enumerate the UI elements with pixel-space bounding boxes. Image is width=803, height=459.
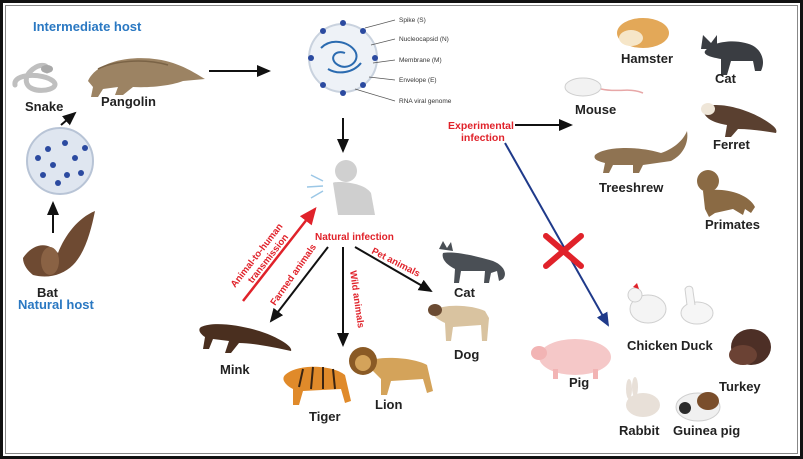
natural-infection-label: Natural infection xyxy=(315,232,394,243)
cross-icon xyxy=(543,233,584,269)
cat-pet-label: Cat xyxy=(454,285,476,300)
chicken-label: Chicken xyxy=(627,338,678,353)
treeshrew-label: Treeshrew xyxy=(599,180,664,195)
virion-part-nucleocapsid: Nucleocapsid (N) xyxy=(399,36,449,43)
guinea-pig-icon xyxy=(675,392,721,422)
pet-label: Pet animals xyxy=(370,246,422,280)
pig-icon xyxy=(531,339,611,379)
tiger-label: Tiger xyxy=(309,409,341,424)
diagram-canvas: Intermediate host Natural host Snake Pan… xyxy=(12,17,777,438)
pangolin-icon xyxy=(88,58,205,97)
mink-label: Mink xyxy=(220,362,250,377)
virus-to-pangolin-arrow xyxy=(60,111,77,126)
duck-label: Duck xyxy=(681,338,714,353)
cat-exp-label: Cat xyxy=(715,71,737,86)
virion-part-rna: RNA viral genome xyxy=(399,98,452,105)
snake-icon xyxy=(12,62,58,93)
pet-label-group: Pet animals xyxy=(370,246,422,280)
virion-part-membrane: Membrane (M) xyxy=(399,57,442,64)
bat-label: Bat xyxy=(37,285,59,300)
lion-icon xyxy=(349,347,433,395)
intermediate-host-label: Intermediate host xyxy=(33,19,142,34)
ferret-icon xyxy=(701,103,777,137)
snake-label: Snake xyxy=(25,99,63,114)
no-infection-arrow xyxy=(504,142,609,327)
cat-exp-icon xyxy=(701,35,763,75)
dog-icon xyxy=(428,304,489,341)
pig-label: Pig xyxy=(569,375,589,390)
pet-arrow xyxy=(354,246,433,293)
turkey-label: Turkey xyxy=(719,379,761,394)
experimental-infection-label-1: Experimental xyxy=(448,120,514,132)
dog-label: Dog xyxy=(454,347,479,362)
duck-icon xyxy=(680,285,714,325)
guinea-pig-label: Guinea pig xyxy=(673,423,740,438)
rabbit-label: Rabbit xyxy=(619,423,660,438)
rabbit-icon xyxy=(626,377,660,417)
virion-part-envelope: Envelope (E) xyxy=(399,77,437,84)
turkey-icon xyxy=(729,329,771,365)
virion-icon xyxy=(308,20,378,96)
hamster-label: Hamster xyxy=(621,51,673,66)
lion-label: Lion xyxy=(375,397,402,412)
bat-icon xyxy=(23,211,95,277)
experimental-infection-label-2: infection xyxy=(461,132,505,144)
hamster-icon xyxy=(617,18,669,48)
chicken-icon xyxy=(627,283,667,324)
mink-icon xyxy=(199,324,292,353)
virion-parts: Spike (S) Nucleocapsid (N) Membrane (M) … xyxy=(354,17,452,105)
primates-label: Primates xyxy=(705,217,760,232)
mouse-icon xyxy=(564,77,644,97)
tiger-icon xyxy=(283,366,351,405)
wild-label-group: Wild animals xyxy=(347,270,366,329)
pangolin-label: Pangolin xyxy=(101,94,156,109)
cat-pet-icon xyxy=(439,241,505,283)
treeshrew-icon xyxy=(594,131,688,173)
mouse-label: Mouse xyxy=(575,102,616,117)
animal-to-human-arrow xyxy=(242,207,317,302)
farmed-arrow xyxy=(269,246,329,323)
ferret-label: Ferret xyxy=(713,137,751,152)
natural-host-label: Natural host xyxy=(18,297,95,312)
primates-icon xyxy=(697,170,755,217)
virus-icon xyxy=(26,127,94,195)
human-icon xyxy=(306,160,375,215)
virion-part-spike: Spike (S) xyxy=(399,17,426,24)
wild-label: Wild animals xyxy=(347,270,366,329)
